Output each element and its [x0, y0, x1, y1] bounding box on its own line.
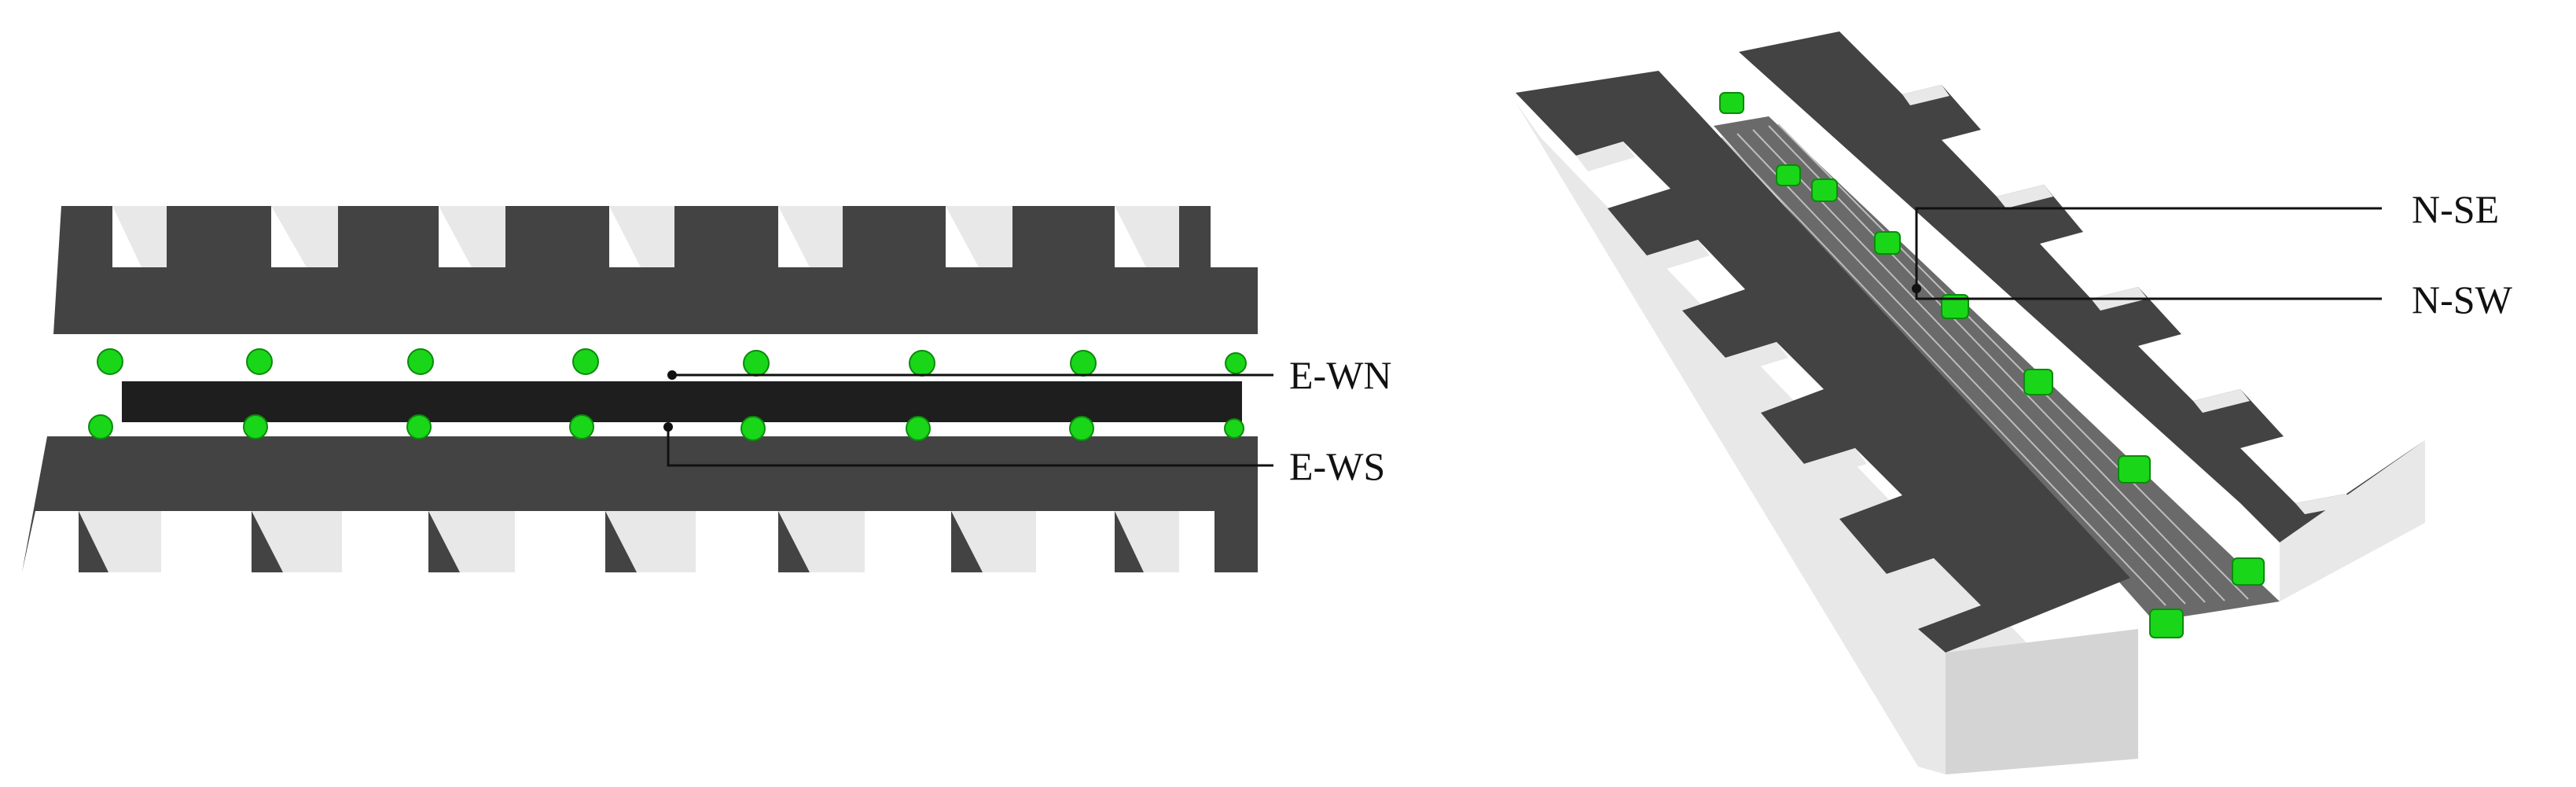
tree-icon	[1224, 418, 1244, 439]
tree-row-ns	[1719, 92, 2265, 638]
tree-icon	[909, 350, 935, 377]
label-e-wn: E-WN	[1289, 353, 1392, 397]
street-ns	[1714, 116, 2280, 621]
tree-row-south	[88, 414, 1244, 441]
tree-icon	[1225, 352, 1247, 374]
tree-icon	[2023, 369, 2053, 395]
tree-icon	[906, 416, 931, 441]
tree-icon	[1776, 164, 1801, 186]
tree-icon	[97, 348, 123, 375]
tree-icon	[2232, 557, 2265, 586]
left-building-front	[1946, 629, 2138, 774]
tree-icon	[407, 348, 434, 375]
tree-icon	[1070, 350, 1097, 377]
tree-icon	[740, 416, 766, 441]
lower-building-block	[22, 436, 1258, 572]
tree-row-north	[97, 348, 1247, 377]
tree-icon	[1069, 416, 1094, 441]
leader-line	[1915, 207, 2382, 287]
label-n-se: N-SE	[2412, 187, 2499, 231]
upper-building-block	[53, 206, 1258, 334]
left-panel: E-WN E-WS	[22, 206, 1392, 572]
left-building-roof	[1516, 71, 2130, 653]
tree-icon	[1811, 178, 1838, 202]
tree-icon	[243, 414, 268, 439]
tree-icon	[572, 348, 599, 375]
tree-icon	[246, 348, 273, 375]
right-building-roof	[1739, 31, 2425, 542]
tree-icon	[406, 414, 432, 439]
label-nse: N-SE	[1915, 187, 2499, 287]
tree-icon	[1719, 92, 1744, 114]
street-hatching	[1721, 123, 2249, 606]
label-ews: E-WS	[663, 422, 1385, 488]
tree-icon	[743, 350, 770, 377]
tree-icon	[2118, 455, 2151, 484]
street-ew	[122, 381, 1242, 422]
tree-icon	[569, 414, 594, 439]
label-ewn: E-WN	[667, 353, 1392, 397]
tree-icon	[2149, 609, 2184, 638]
label-nsw: N-SW	[1912, 278, 2513, 322]
tree-icon	[1874, 231, 1901, 255]
leader-line	[1915, 289, 2382, 300]
right-panel: N-SE N-SW	[1516, 31, 2513, 774]
label-e-ws: E-WS	[1289, 444, 1385, 488]
right-building-side	[2280, 440, 2425, 601]
tree-icon	[1941, 294, 1969, 319]
label-n-sw: N-SW	[2412, 278, 2513, 322]
leader-line	[667, 427, 1273, 467]
tree-icon	[88, 414, 113, 439]
